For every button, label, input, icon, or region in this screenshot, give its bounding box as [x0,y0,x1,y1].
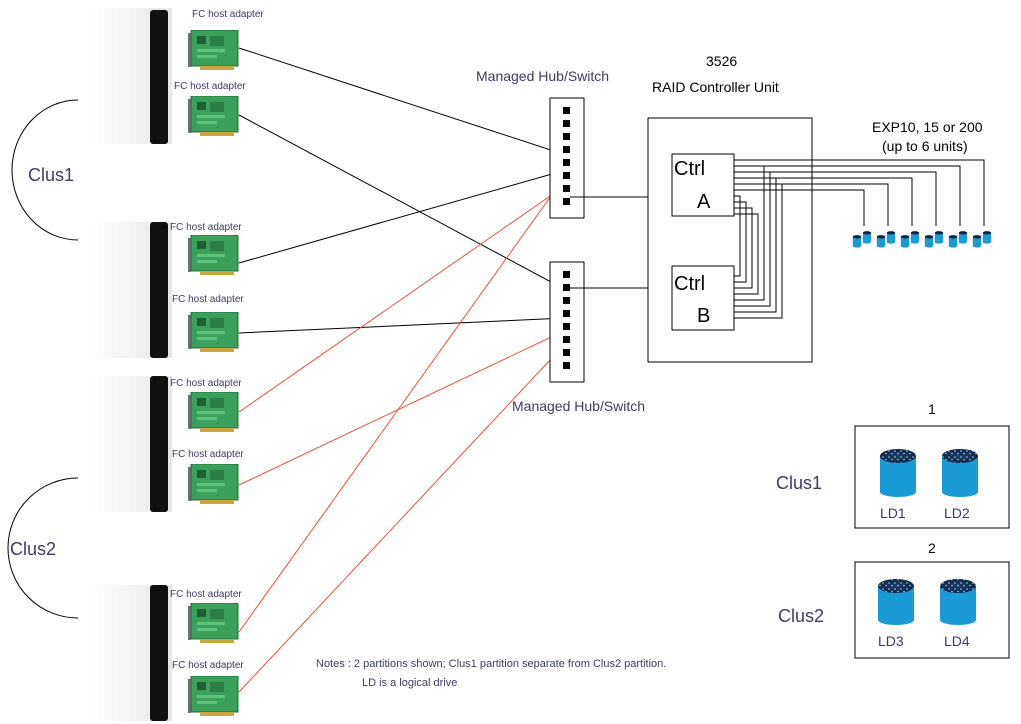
partition-1-number: 1 [928,401,936,417]
expansion-unit-2 [876,231,896,248]
ctrl-a-line2: A [697,191,711,213]
controller-b: Ctrl B [671,265,735,331]
adapter-label-3a: FC host adapter [170,378,242,389]
expansion-units [852,231,992,248]
host-server-2 [92,222,172,358]
cluster2-arc [7,477,79,619]
partition-1-cluster-label: Clus1 [776,473,822,493]
ld3-label: LD3 [878,633,904,649]
adapter-label-4b: FC host adapter [172,660,244,671]
adapter-label-1a: FC host adapter [192,9,264,20]
cluster1-arc [11,99,79,241]
ld2-label: LD2 [944,505,970,521]
cluster2-links [238,174,567,693]
expansion-cabling [734,159,985,319]
cluster1-links [238,47,567,334]
ctrl-b-line1: Ctrl [674,273,705,295]
logical-drive-ld1 [880,449,916,497]
raid-model-label: 3526 [706,53,737,69]
expansion-unit-5 [948,231,968,248]
host-server-3 [92,376,172,512]
hub-bottom-label: Managed Hub/Switch [512,398,645,414]
adapter-label-3b: FC host adapter [172,449,244,460]
expansion-unit-4 [924,231,944,248]
fc-adapter-4a [187,603,239,643]
managed-hub-top [549,97,585,219]
ld1-label: LD1 [880,505,906,521]
ctrl-b-line2: B [697,305,710,327]
fc-adapter-2a [187,235,239,275]
expansion-unit-1 [852,231,872,248]
host-server-1 [92,8,172,144]
logical-drive-ld2 [942,449,978,497]
fc-adapter-4b [187,676,239,716]
raid-name-label: RAID Controller Unit [652,79,779,95]
expansion-label-line2: (up to 6 units) [882,138,968,154]
expansion-label-line1: EXP10, 15 or 200 [872,119,983,135]
cluster1-label: Clus1 [28,165,74,185]
expansion-unit-3 [900,231,920,248]
adapter-label-1b: FC host adapter [174,81,246,92]
managed-hub-bottom [549,261,585,383]
ctrl-a-line1: Ctrl [674,158,705,180]
expansion-unit-6 [972,231,992,248]
fc-adapter-1a [187,30,239,70]
partition-2-cluster-label: Clus2 [778,606,824,626]
adapter-label-2b: FC host adapter [172,294,244,305]
host-server-4 [92,585,172,721]
controller-a: Ctrl A [671,153,735,217]
fc-adapter-1b [187,96,239,136]
logical-drive-ld4 [940,579,976,625]
partition-1-box [854,425,1010,529]
fc-adapter-3b [187,464,239,504]
fc-adapter-3a [187,392,239,432]
adapter-label-4a: FC host adapter [170,589,242,600]
cluster2-label: Clus2 [10,539,56,559]
adapter-label-2a: FC host adapter [170,222,242,233]
fc-adapter-2b [187,312,239,352]
ld4-label: LD4 [944,633,970,649]
partition-2-number: 2 [928,540,936,556]
notes-line1: Notes : 2 partitions shown; Clus1 partit… [316,658,666,670]
logical-drive-ld3 [878,579,914,625]
hub-top-label: Managed Hub/Switch [476,68,609,84]
notes-line2: LD is a logical drive [362,677,457,689]
